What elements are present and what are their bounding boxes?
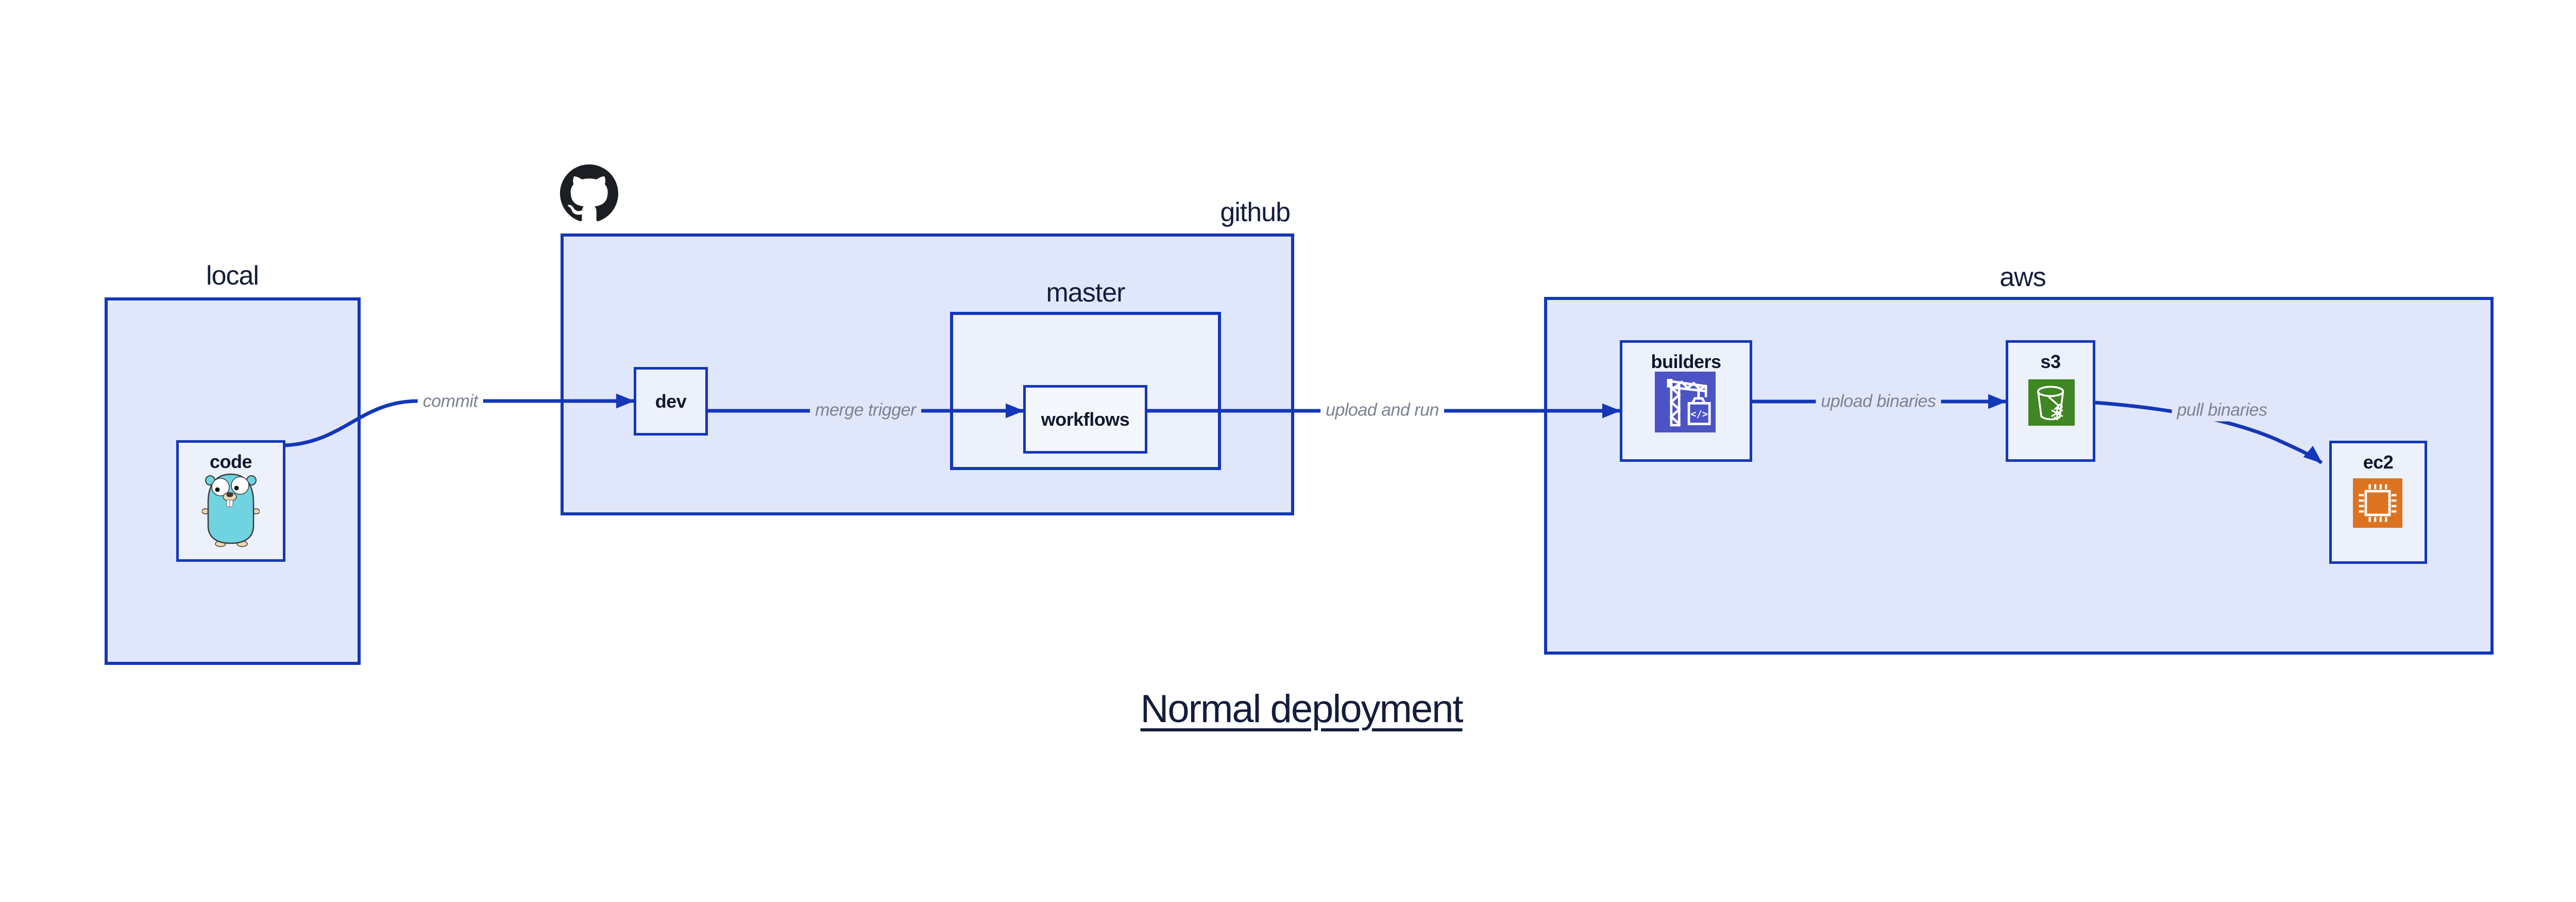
code-node-label: code [209,451,252,472]
commit-edge-label: commit [417,390,483,413]
dev-node-label: dev [655,390,687,412]
s3-glacier-bucket-icon [2028,379,2075,426]
pull-binaries-edge-label: pull binaries [2172,399,2273,422]
upload-binaries-edge-label: upload binaries [1816,390,1941,413]
builders-node-label: builders [1651,351,1721,372]
s3-node-label: s3 [2040,351,2061,372]
diagram-title: Normal deployment [1140,687,1464,731]
aws-container-label: aws [1999,262,2046,292]
workflows-node-label: workflows [1041,408,1130,430]
codebuild-crane-icon: </> [1655,371,1716,433]
merge-trigger-edge-label: merge trigger [810,399,921,422]
ec2-node: ec2 [2329,441,2427,564]
dev-node: dev [634,367,708,436]
local-container-label: local [206,261,259,291]
master-container-label: master [1046,278,1126,308]
ec2-chip-icon [2351,478,2404,528]
upload-and-run-edge-label: upload and run [1320,399,1444,422]
builders-icon-glyph: </> [1690,409,1708,420]
workflows-node: workflows [1023,385,1147,454]
ec2-node-label: ec2 [2363,452,2394,473]
go-gopher-icon [201,470,260,547]
octocat-icon [560,164,619,223]
github-container-label: github [1220,197,1291,227]
